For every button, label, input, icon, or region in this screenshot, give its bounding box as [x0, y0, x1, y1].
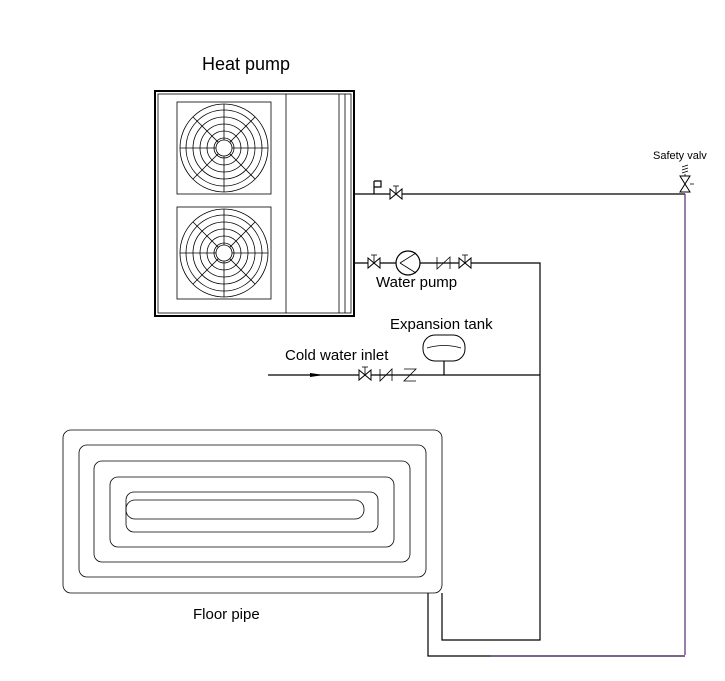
gate-valve-icon: [458, 254, 472, 270]
gate-valve-icon: [358, 366, 372, 382]
floor-heating-coil-icon: [62, 429, 443, 594]
pressure-gauge-icon: [373, 180, 382, 194]
water-pump-label: Water pump: [376, 274, 457, 291]
heat-pump-unit-icon: [154, 90, 355, 317]
floor-return-pipe: [427, 593, 685, 657]
circulation-pump-icon: [395, 250, 421, 276]
gate-valve-icon: [367, 254, 381, 270]
cold-water-inlet-label: Cold water inlet: [285, 347, 389, 364]
fan-grille-icon: [176, 101, 272, 195]
check-valve-icon: [436, 256, 451, 270]
return-pipe: [354, 262, 541, 641]
floor-pipe-label: Floor pipe: [193, 606, 260, 623]
fan-grille-icon: [176, 206, 272, 300]
flow-arrow-icon: [310, 373, 324, 377]
safety-valve-label: Safety valv: [653, 150, 707, 162]
supply-pipe: [354, 193, 686, 655]
check-valve-icon: [403, 368, 417, 382]
safety-valve-icon: [679, 164, 694, 193]
expansion-tank-label: Expansion tank: [390, 316, 493, 333]
heat-pump-label: Heat pump: [202, 54, 290, 74]
expansion-tank-icon: [422, 334, 466, 375]
gate-valve-icon: [389, 185, 403, 201]
check-valve-icon: [379, 368, 393, 382]
